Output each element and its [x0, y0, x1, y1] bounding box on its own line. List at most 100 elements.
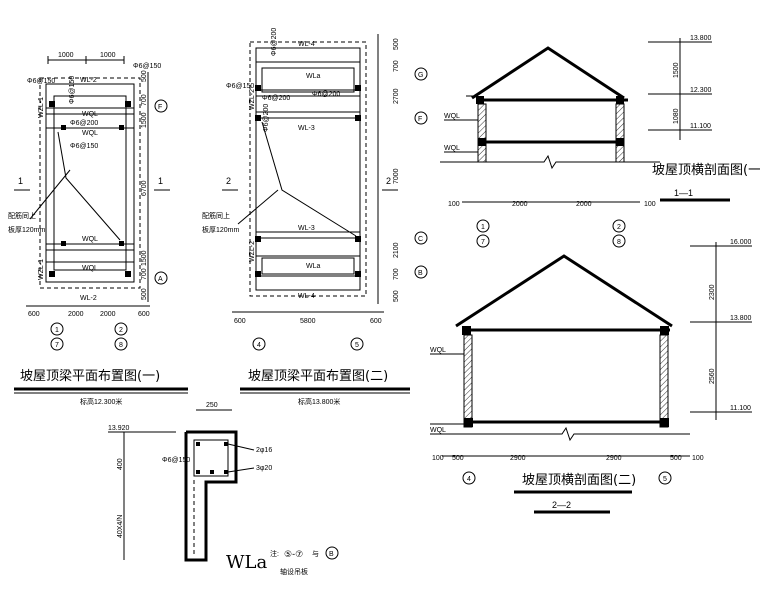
plan1-dim-right-5: 1500 [141, 250, 148, 266]
section2-dim-bottom-1: 100 [432, 455, 444, 462]
section1-axis-4: 8 [617, 239, 621, 246]
section2-dim-bottom-6: 100 [692, 455, 704, 462]
plan2-dim-bottom-2: 5800 [300, 318, 316, 325]
plan2-wall [255, 47, 361, 291]
section1-dim-bottom-3: 2000 [576, 201, 592, 208]
plan2-side-beam-bottom: WZL-2 [249, 241, 256, 262]
section2-title: 坡屋顶横剖面图(二) [522, 473, 636, 488]
section1-mark: 1—1 [674, 188, 693, 198]
plan1-beam-top: WL-2 [80, 77, 97, 84]
section1-dim-bottom-4: 100 [644, 201, 656, 208]
section1-dim-bottom-1: 100 [448, 201, 460, 208]
detail-note-axis: B [329, 551, 334, 558]
section1-level-3: 11.100 [690, 123, 711, 130]
plan2-axis-right-1: G [418, 72, 423, 79]
plan1-beam-wql-2: WQL [82, 130, 98, 137]
section1-level-2: 12.300 [690, 87, 712, 94]
plan1-wall [45, 83, 135, 283]
plan1-beam-wql-3: WQL [82, 236, 98, 243]
plan1-dim-right-3: 1500 [141, 112, 148, 128]
plan1-dim-bottom-2: 2000 [68, 311, 84, 318]
section1-beam-lower: WQL [444, 145, 460, 152]
section2-dim-right-1: 2300 [709, 284, 716, 300]
plan1-elevation: 标高12.300米 [80, 397, 122, 406]
section1-beam-upper: WQL [444, 113, 460, 120]
plan2-beam-bottom: WL-4 [298, 293, 315, 300]
plan1-dim-right-4: 6700 [141, 180, 148, 196]
section2-beam-lower: WQL [430, 427, 446, 434]
section2-beam-upper: WQL [430, 347, 446, 354]
section1-dim-right-1: 1500 [673, 62, 680, 78]
plan2-section-mark-left: 2 [226, 176, 231, 186]
plan2-dim-right-4: 7000 [393, 168, 400, 184]
plan1-axis-right-2: A [158, 276, 163, 283]
plan2-dim-right-1: 500 [393, 38, 400, 50]
plan2-dim-right-2: 700 [393, 60, 400, 72]
plan2-beam-wla-top: WLa [306, 73, 321, 80]
section-2: WQL WQL 16.000 13.800 11.100 2300 2560 1… [430, 239, 752, 514]
section1-axis-3: 2 [617, 224, 621, 231]
section1-level-1: 13.800 [690, 35, 712, 42]
section2-level-2: 13.800 [730, 315, 752, 322]
plan2-axis-right-4: B [418, 270, 423, 277]
plan2-axis-right-2: F [418, 116, 422, 123]
section2-mark: 2—2 [552, 500, 571, 510]
detail-rebar-top: 2φ16 [256, 447, 272, 454]
section2-axis-1: 4 [467, 476, 471, 483]
section2-dim-bottom-4: 2900 [606, 455, 622, 462]
detail-note-prefix: 注: [270, 549, 279, 558]
section2-level-3: 11.100 [730, 405, 751, 412]
plan1-dim-bottom-4: 600 [138, 311, 150, 318]
plan1-dim-top-2: 1000 [100, 52, 116, 59]
section1-axis-2: 7 [481, 239, 485, 246]
plan2-dim-right-6: 700 [393, 268, 400, 280]
plan1-side-beam-bottom: WZL-1 [38, 259, 45, 280]
plan1-axis-bottom-3: 2 [119, 327, 123, 334]
plan1-dim-right-7: 500 [141, 288, 148, 300]
detail-label: WLa [226, 552, 267, 573]
plan1-section-mark-left: 1 [18, 176, 23, 186]
detail-dim-hang: 40X4/N [117, 515, 124, 538]
plan1-side-beam-top: WZL-1 [38, 97, 45, 118]
section2-dim-bottom-5: 500 [670, 455, 682, 462]
section1-title: 坡屋顶横剖面图(一) [652, 163, 760, 178]
plan2-note-rebar: 配筋同上 [202, 211, 230, 220]
plan1-outline [39, 77, 141, 289]
plan1-dim-top-1: 1000 [58, 52, 74, 59]
plan1-rebar-3: Φ6@150 [69, 76, 76, 104]
plan2-rebar-3: Φ6@200 [262, 95, 290, 102]
plan2-elevation: 标高13.800米 [298, 397, 340, 406]
plan1-section-mark-right: 1 [158, 176, 163, 186]
detail-note-suffix: 轴设吊板 [280, 567, 308, 576]
plan-2: WL-4 WLa WL-3 WL-3 WLa WL-4 WZL-2 WZL-2 … [202, 28, 428, 406]
plan1-beam-bottom: WL-2 [80, 295, 97, 302]
plan2-title: 坡屋顶梁平面布置图(二) [248, 369, 388, 384]
plan2-rebar-1: Φ6@200 [271, 28, 278, 56]
section2-axis-2: 5 [663, 476, 667, 483]
plan2-note-slab: 板厚120mm [202, 225, 240, 234]
detail-wla: 13.920 400 40X4/N 250 2φ16 3φ20 Φ6@150 W… [108, 402, 339, 576]
plan1-dim-right-6: 700 [141, 268, 148, 280]
section1-dim-right-2: 1080 [673, 108, 680, 124]
plan-1: WL-2 WL-2 WQL WQL WQL WQL WZL-1 WZL-1 Φ6… [8, 52, 188, 406]
plan2-dim-right-3: 2700 [393, 88, 400, 104]
plan1-beam-wql-1: WQL [82, 111, 98, 118]
plan2-axis-bottom-1: 4 [257, 342, 261, 349]
plan1-note-rebar: 配筋同上 [8, 211, 36, 220]
plan2-beam-wl3-2: WL-3 [298, 225, 315, 232]
section1-dim-bottom-2: 2000 [512, 201, 528, 208]
section2-level-1: 16.000 [730, 239, 752, 246]
plan2-side-beam-top: WZL-2 [249, 89, 256, 110]
plan1-axis-bottom-1: 1 [55, 327, 59, 334]
plan2-dim-right-7: 500 [393, 290, 400, 302]
plan1-title: 坡屋顶梁平面布置图(一) [20, 369, 160, 384]
section2-dim-bottom-3: 2900 [510, 455, 526, 462]
detail-level: 13.920 [108, 425, 130, 432]
plan1-rebar-1: Φ6@150 [27, 78, 55, 85]
detail-note-axes: ⑤-⑦ [284, 549, 303, 559]
plan1-rebar-5: Φ6@150 [70, 143, 98, 150]
plan2-outline [249, 41, 367, 297]
plan1-beam-wql-4: WQL [82, 265, 98, 272]
plan2-beam-top: WL-4 [298, 41, 315, 48]
